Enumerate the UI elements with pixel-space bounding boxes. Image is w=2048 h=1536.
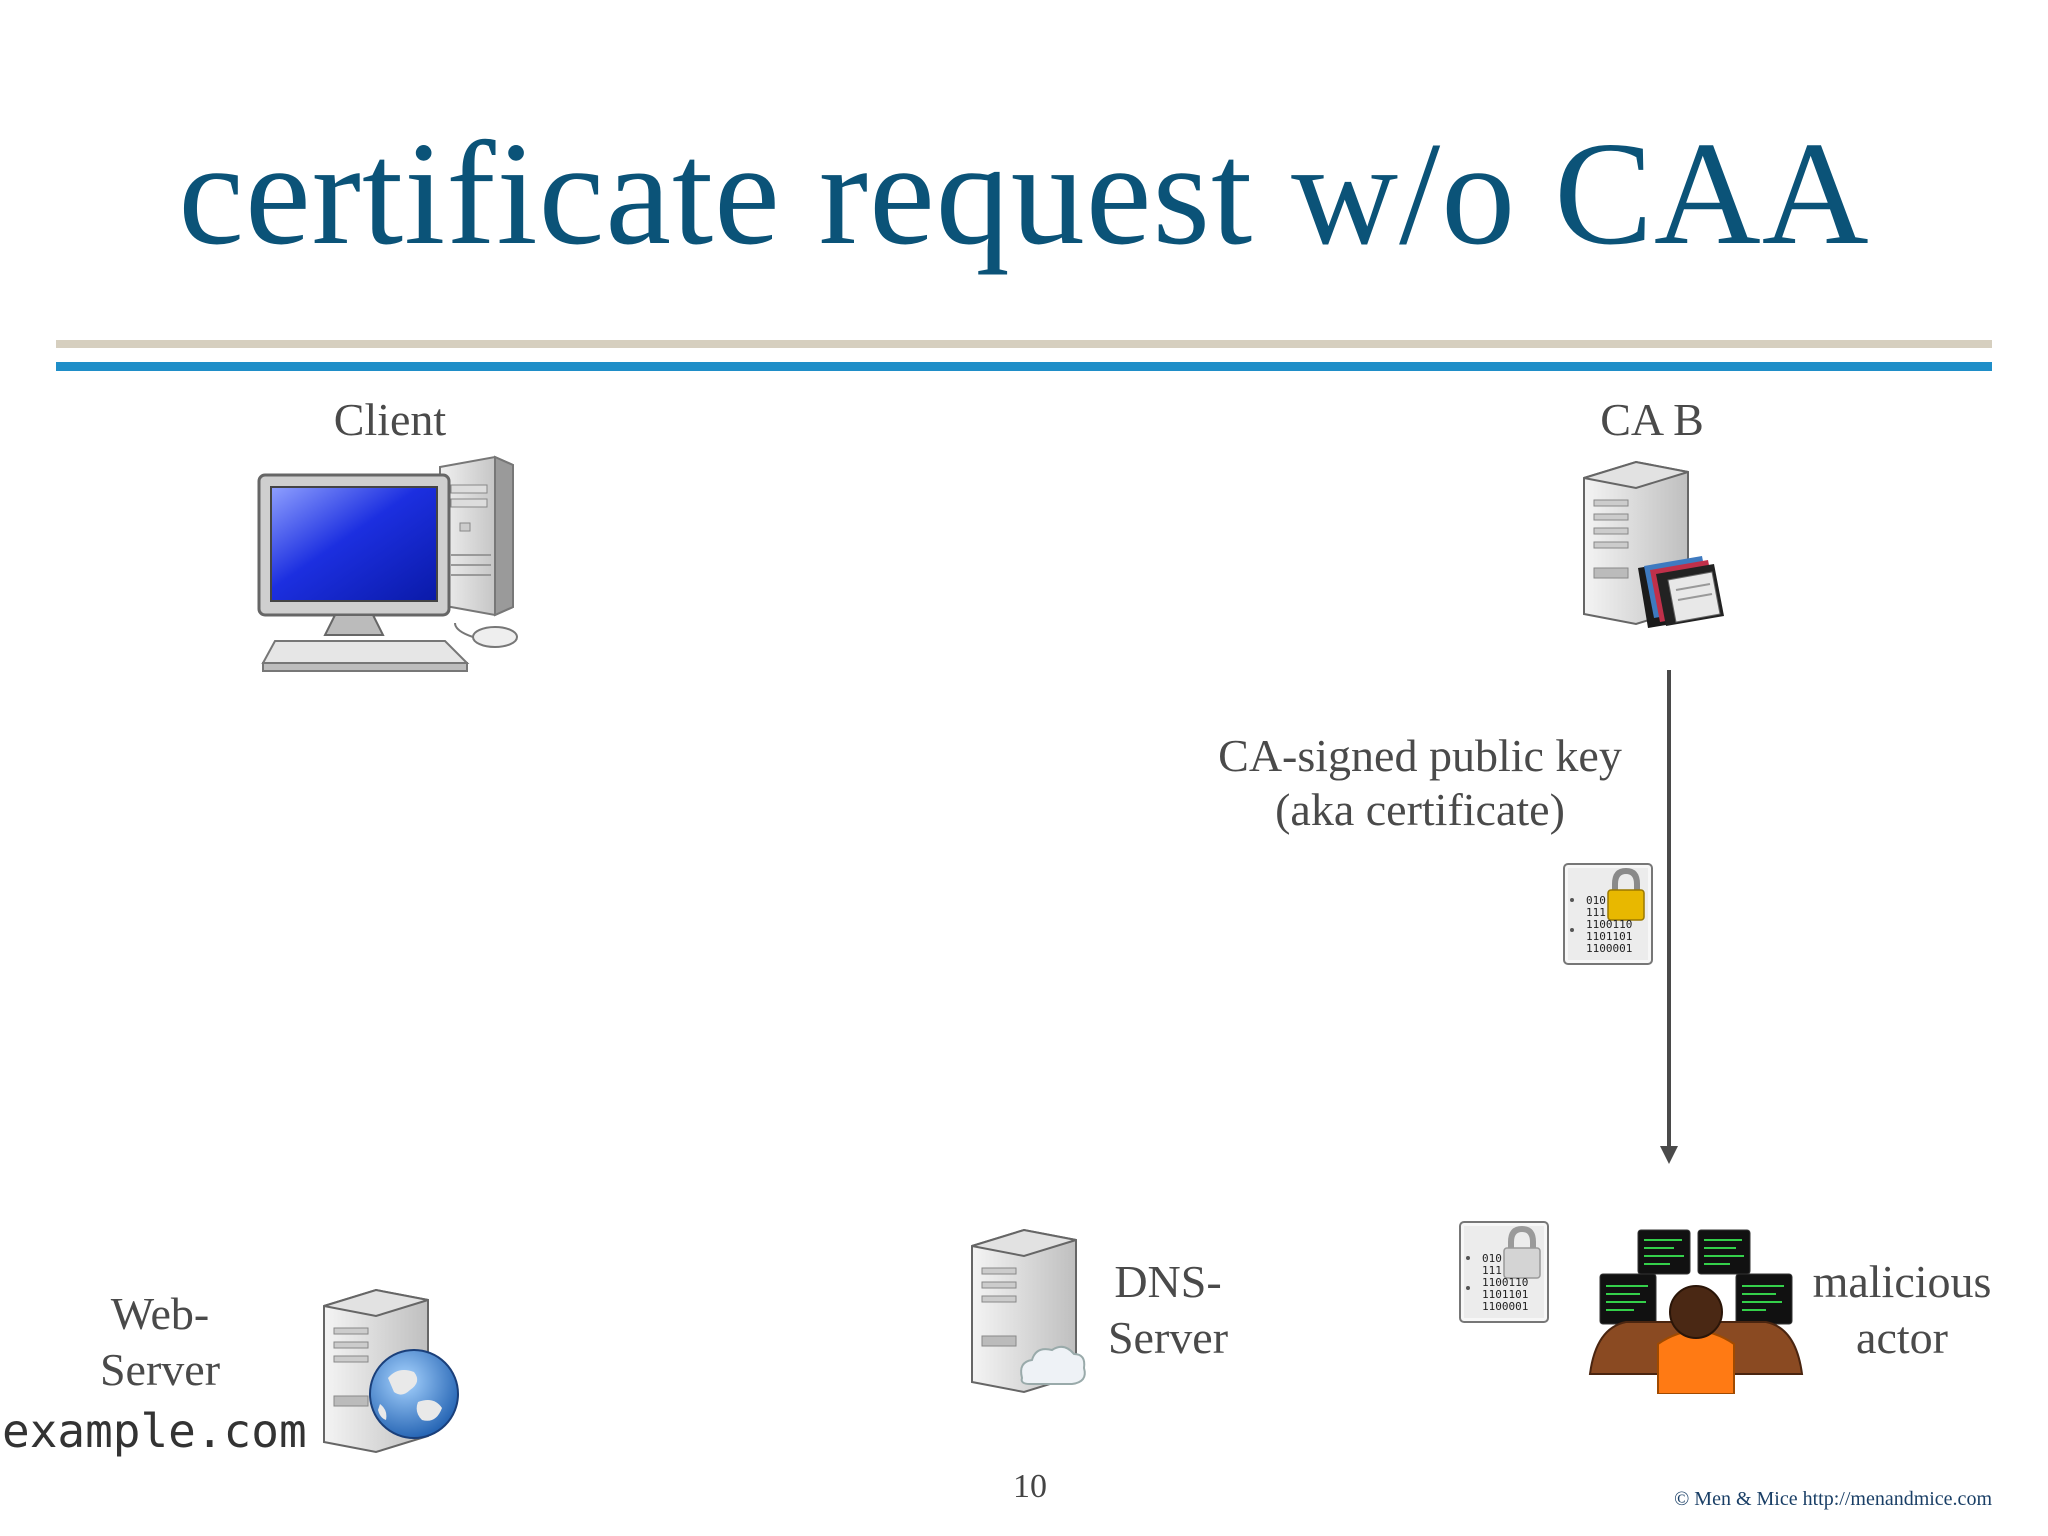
server-with-cloud-icon — [968, 1226, 1088, 1406]
malicious-actor-label-line2: actor — [1856, 1312, 1948, 1363]
stolen-certificate-binary-1: 010 — [1482, 1252, 1502, 1265]
desktop-computer-icon — [255, 455, 527, 682]
web-server-domain: example.com — [2, 1404, 307, 1458]
client-label: Client — [333, 394, 447, 445]
page-number: 10 — [1013, 1468, 1047, 1505]
stolen-certificate-binary-2: 111 — [1482, 1264, 1502, 1277]
certificate-flow-arrow — [1660, 670, 1678, 1164]
certificate-binary-1: 010 — [1586, 894, 1606, 907]
certificate-binary-3: 1100110 — [1586, 918, 1633, 931]
web-server-label-line1: Web- — [110, 1288, 210, 1339]
stolen-certificate-binary-5: 1100001 — [1482, 1300, 1529, 1313]
ca-b-label: CA B — [1600, 394, 1704, 445]
dns-server-label-line1: DNS- — [1114, 1256, 1222, 1307]
certificate-binary-2: 111 — [1586, 906, 1606, 919]
hacker-at-desk-icon — [1586, 1224, 1806, 1399]
dns-server-label-line2: Server — [1107, 1312, 1229, 1363]
server-with-files-icon — [1578, 458, 1728, 638]
stolen-certificate-binary-3: 1100110 — [1482, 1276, 1529, 1289]
title-rule-tan — [56, 340, 1992, 348]
title-rule-blue — [56, 362, 1992, 371]
certificate-binary-4: 1101101 — [1586, 930, 1633, 943]
web-server-label-line2: Server — [99, 1344, 221, 1395]
server-with-globe-icon — [318, 1286, 468, 1466]
stolen-certificate-icon: 010 111 1100110 1101101 1100001 — [1456, 1218, 1552, 1333]
copyright-footer: © Men & Mice http://menandmice.com — [1674, 1488, 1992, 1510]
certificate-binary-5: 1100001 — [1586, 942, 1633, 955]
arrow-label-line2: (aka certificate) — [1275, 784, 1565, 835]
stolen-certificate-binary-4: 1101101 — [1482, 1288, 1529, 1301]
slide-title: certificate request w/o CAA — [178, 112, 1870, 276]
malicious-actor-label-line1: malicious — [1812, 1256, 1992, 1307]
arrow-label-line1: CA-signed public key — [1218, 730, 1622, 781]
certificate-icon: 010 111 1100110 1101101 1100001 — [1560, 860, 1656, 975]
